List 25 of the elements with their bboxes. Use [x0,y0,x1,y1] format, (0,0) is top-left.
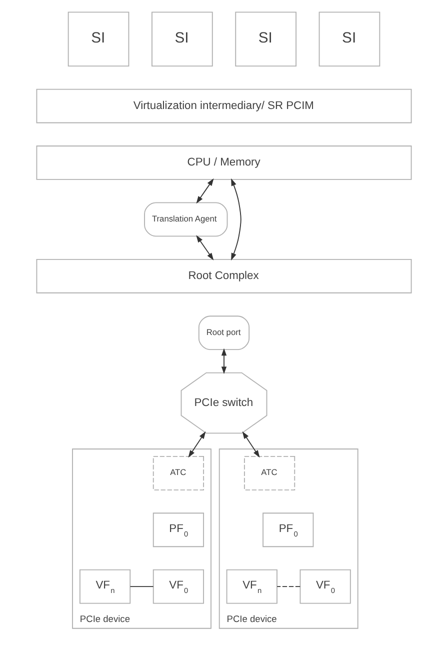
arrow [196,178,214,204]
arrow [220,348,226,374]
node-box: PF$_{0}$ [152,512,204,548]
connector [129,586,154,588]
node-box: Virtualization intermediary/ SR PCIM [36,88,412,124]
node-box: SI [318,12,380,67]
arrow [196,235,214,260]
arrow [188,431,206,458]
arrow [242,431,260,458]
node-box: VF$_{0}$ [299,569,350,604]
connector [276,586,300,588]
node-box: VF$_{n}$ [78,569,130,604]
node-box: Root Complex [36,258,412,294]
node-box: Root port [198,316,250,350]
node-box: PF$_{0}$ [262,512,314,548]
node-box: VF$_{n}$ [226,569,277,604]
node-box: SI [67,12,129,67]
node-box: SI [234,12,296,67]
node-box: ATC [243,456,295,490]
arrow [230,178,241,261]
node-box: Translation Agent [144,202,228,237]
node-box: ATC [152,456,204,490]
node-box: VF$_{0}$ [152,569,204,604]
node-box: CPU / Memory [36,146,412,180]
node-box: SI [151,12,212,67]
